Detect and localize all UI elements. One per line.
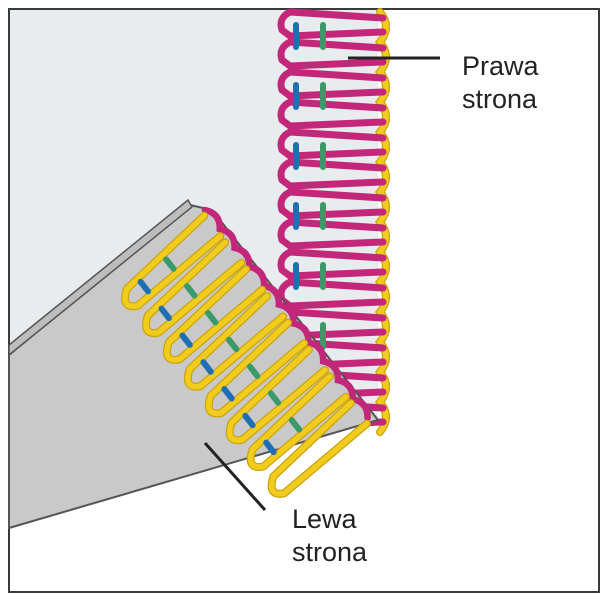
wrong-side-label-line2: strona [292,537,368,567]
magenta-edge-thread [201,206,371,422]
green-needle-thread [320,142,326,170]
fabric-fold-edge [8,198,193,357]
blue-needle-thread [179,332,193,348]
wrong-side-label-line1: Lewa [292,504,358,534]
green-needle-thread [288,417,303,433]
right-side-label-line2: strona [462,84,538,114]
blue-needle-thread [293,22,299,50]
left-stitch-column [121,206,371,498]
green-needle-thread [320,262,326,290]
yellow-loop [268,400,370,497]
magenta-loop [277,188,387,220]
blue-needle-thread [158,305,172,322]
yellow-loop [143,239,245,336]
blue-needle-thread [221,386,235,402]
green-needle-thread [225,336,240,353]
green-needle-thread [320,82,326,110]
magenta-loop [277,98,387,130]
yellow-loop [247,373,349,470]
blue-needle-thread [293,82,299,110]
blue-needle-thread [242,412,256,429]
green-needle-thread [163,256,177,272]
magenta-loop [277,158,387,190]
right-side-label-line1: Prawa [462,51,540,81]
yellow-loop [226,346,328,443]
green-needle-thread [320,202,326,230]
blue-needle-thread [263,439,277,456]
yellow-loop [122,212,224,309]
magenta-loop [277,248,387,280]
magenta-loop [277,68,387,100]
green-needle-thread [184,283,198,299]
blue-needle-thread [137,278,151,295]
green-needle-thread [320,22,326,50]
blue-needle-thread [293,142,299,170]
diagonal-stitch-group [121,206,371,498]
frame-border [8,8,600,593]
yellow-loop [164,266,265,363]
wrong-side-leader-line [203,441,267,512]
blue-needle-thread [293,202,299,230]
yellow-loop [206,320,307,417]
green-needle-thread [205,309,219,326]
green-needle-thread [267,390,282,406]
green-needle-thread [320,322,326,350]
green-needle-thread [246,363,261,380]
magenta-loop [277,218,387,250]
magenta-loop [277,38,387,70]
blue-needle-thread [293,262,299,290]
magenta-loop [277,128,387,160]
blue-needle-thread [200,359,214,375]
magenta-loop [277,8,387,40]
yellow-loop [185,293,286,390]
